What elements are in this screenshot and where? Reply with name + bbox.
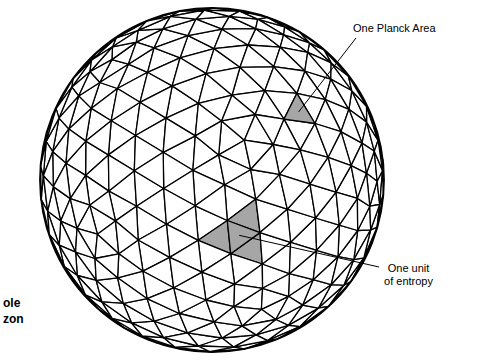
facet — [108, 155, 134, 191]
sphere-ground — [40, 8, 384, 352]
sphere-outline — [40, 8, 384, 352]
facet — [163, 118, 195, 152]
cropped-caption: ole — [2, 296, 21, 311]
facet — [222, 29, 256, 45]
shaded-facet — [227, 221, 260, 254]
facet — [118, 278, 148, 304]
facet — [219, 155, 251, 185]
facet — [92, 38, 117, 60]
facet — [279, 174, 310, 209]
facet — [170, 257, 202, 287]
callout-label: One unit of entropy — [382, 262, 435, 288]
callout-label: One Planck Area — [352, 22, 437, 35]
shaded-facet — [284, 93, 315, 123]
facet — [315, 124, 341, 158]
facet — [140, 86, 172, 118]
facet — [53, 163, 70, 198]
facet — [64, 267, 85, 295]
facet — [348, 76, 366, 106]
facet — [49, 234, 64, 266]
facet — [66, 129, 86, 163]
leader-line — [239, 235, 379, 267]
leader-line — [299, 38, 356, 112]
facet — [154, 36, 188, 58]
facet — [76, 228, 95, 258]
facet — [367, 106, 379, 140]
facet — [260, 209, 291, 242]
facet — [134, 152, 163, 188]
facet — [95, 254, 119, 278]
cropped-caption: zon — [2, 312, 25, 327]
facet — [195, 121, 221, 155]
facet — [90, 191, 116, 221]
facet — [116, 221, 139, 254]
facet — [86, 121, 111, 155]
facet — [336, 192, 357, 225]
facet — [367, 106, 379, 140]
facet — [214, 307, 242, 326]
facet — [48, 211, 60, 245]
facet — [263, 274, 290, 297]
facet — [274, 67, 305, 94]
facet — [111, 89, 140, 121]
facet — [172, 58, 206, 86]
facet — [164, 333, 199, 346]
facet — [195, 185, 227, 221]
facet — [70, 199, 89, 229]
facet — [240, 45, 274, 67]
facet — [289, 242, 316, 273]
facet — [357, 173, 369, 206]
facet — [310, 157, 336, 192]
facet — [179, 314, 214, 333]
facet — [348, 76, 366, 106]
facet — [147, 288, 179, 314]
facet — [118, 254, 143, 278]
facet — [317, 225, 340, 257]
facet — [255, 115, 284, 145]
facet — [206, 67, 240, 95]
facet — [79, 72, 100, 96]
facet — [138, 224, 170, 257]
facet — [164, 189, 196, 225]
facet — [251, 145, 280, 175]
facet — [362, 143, 374, 173]
facet — [222, 95, 256, 121]
facet — [234, 284, 263, 307]
facet — [188, 19, 222, 35]
facet — [48, 211, 61, 245]
facet — [202, 254, 235, 284]
facet — [341, 109, 362, 143]
